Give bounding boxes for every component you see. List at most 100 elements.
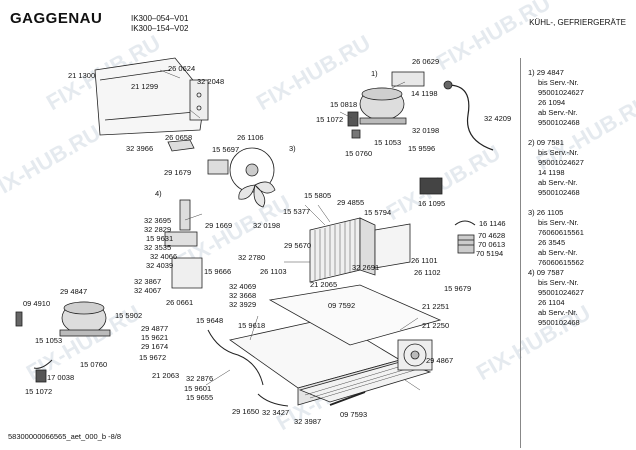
tube: [329, 391, 366, 406]
fan-bracket: [207, 159, 229, 175]
part-callout: 29 4867: [426, 356, 454, 365]
part-callout: 29 1679: [164, 168, 192, 177]
part-callout: 15 9666: [204, 267, 232, 276]
note-line: 26 1104: [538, 298, 565, 307]
note-line: 26 1094: [538, 98, 566, 107]
clip-part: [167, 139, 195, 152]
model-number: IK300–154–V02: [131, 24, 189, 33]
brand-logo: GAGGENAU: [10, 10, 103, 27]
part-callout: 32 3867: [134, 277, 162, 286]
part-callout: 15 9621: [141, 333, 169, 342]
part-callout: 15 9631: [146, 234, 174, 243]
pump-cylinder: [171, 257, 203, 289]
control-module: [419, 177, 443, 195]
part-callout: 16 1146: [479, 219, 506, 228]
part-callout: 29 4847: [60, 287, 88, 296]
part-callout: 32 3668: [229, 291, 257, 300]
part-callout: 29 5670: [284, 241, 312, 250]
part-callout: 15 5794: [364, 208, 392, 217]
note-line: 9500102468: [538, 188, 580, 197]
part-callout: 32 2829: [144, 225, 172, 234]
part-callout: 21 1299: [131, 82, 159, 91]
part-callout: 21 2251: [422, 302, 450, 311]
notes-divider: [520, 58, 521, 448]
part-callout: 32 4039: [146, 261, 174, 270]
note-line: 26 3545: [538, 238, 566, 247]
part-callout: 15 9672: [139, 353, 167, 362]
note-line: 95001024627: [538, 288, 584, 297]
part-callout: 15 9655: [186, 393, 214, 402]
note-line: ab Serv.-Nr.: [538, 308, 578, 317]
part-callout: 26 1102: [414, 268, 441, 277]
part-callout: 15 5902: [115, 311, 143, 320]
part-callout: 15 0760: [80, 360, 108, 369]
part-callout: 09 7593: [340, 410, 368, 419]
note-line: 9500102468: [538, 118, 580, 127]
part-callout: 70 0613: [478, 240, 506, 249]
note-line: 4) 09 7587: [528, 268, 564, 277]
part-callout: 26 1103: [260, 267, 287, 276]
part-callout: 21 1300: [68, 71, 96, 80]
part-callout: 4): [155, 189, 162, 198]
part-callout: 3): [289, 144, 296, 153]
part-callout: 15 5805: [304, 191, 332, 200]
note-line: bis Serv.-Nr.: [538, 218, 579, 227]
part-callout: 29 4877: [141, 324, 169, 333]
part-callout: 26 1101: [411, 256, 438, 265]
part-callout: 26 0624: [168, 64, 196, 73]
service-note: 3) 26 1105 bis Serv.-Nr. 76060615561 26 …: [528, 208, 584, 328]
part-callout: 09 7592: [328, 301, 356, 310]
part-callout: 32 2780: [238, 253, 266, 262]
part-callout: 26 0629: [412, 57, 440, 66]
note-line: 76060615561: [538, 228, 584, 237]
part-callout: 15 1072: [25, 387, 53, 396]
part-callout: 15 1053: [374, 138, 402, 147]
part-callout: 29 1674: [141, 342, 169, 351]
power-cable: [447, 84, 494, 151]
part-callout: 32 2876: [186, 374, 214, 383]
part-callout: 15 9679: [444, 284, 472, 293]
service-notes: 1) 29 4847 bis Serv.-Nr. 95001024627 26 …: [528, 68, 584, 338]
base-frame: [268, 284, 442, 346]
part-callout: 16 1095: [418, 199, 446, 208]
part-callout: 09 4910: [23, 299, 51, 308]
drip-tray: [298, 361, 432, 403]
part-callout: 26 0661: [166, 298, 194, 307]
part-callout: 21 2250: [422, 321, 450, 330]
cable-harness: [207, 329, 264, 386]
terminal-block: [457, 234, 475, 254]
part-callout: 1): [371, 69, 378, 78]
part-callout: 15 0818: [330, 100, 358, 109]
part-callout: 32 3695: [144, 216, 172, 225]
relay-box: [347, 111, 359, 127]
part-callout: 15 9601: [184, 384, 212, 393]
part-callout: 32 4209: [484, 114, 512, 123]
category-title: KÜHL-, GEFRIERGERÄTE: [529, 18, 626, 27]
part-callout: 32 4067: [134, 286, 162, 295]
mounting-plate: [164, 231, 198, 247]
part-callout: 21 2065: [310, 280, 338, 289]
part-callout: 32 4069: [229, 282, 257, 291]
part-callout: 15 9648: [196, 316, 224, 325]
part-callout: 32 4066: [150, 252, 178, 261]
part-callout: 32 3966: [126, 144, 154, 153]
part-callout: 15 0760: [345, 149, 373, 158]
part-callout: 17 0038: [47, 373, 75, 382]
part-callout: 26 0658: [165, 133, 193, 142]
part-callout: 32 0198: [412, 126, 440, 135]
note-line: 2) 09 7581: [528, 138, 564, 147]
part-callout: 15 5377: [283, 207, 311, 216]
part-callout: 32 0198: [253, 221, 281, 230]
service-note: 1) 29 4847 bis Serv.-Nr. 95001024627 26 …: [528, 68, 584, 128]
note-line: 3) 26 1105: [528, 208, 564, 217]
part-callout: 32 3987: [294, 417, 322, 426]
service-note: 2) 09 7581 bis Serv.-Nr. 95001024627 14 …: [528, 138, 584, 198]
note-line: 95001024627: [538, 158, 584, 167]
note-line: bis Serv.-Nr.: [538, 278, 579, 287]
note-line: bis Serv.-Nr.: [538, 78, 579, 87]
part-callout: 32 3929: [229, 300, 257, 309]
note-line: 95001024627: [538, 88, 584, 97]
side-panel: [374, 223, 411, 269]
note-line: 1) 29 4847: [528, 68, 564, 77]
